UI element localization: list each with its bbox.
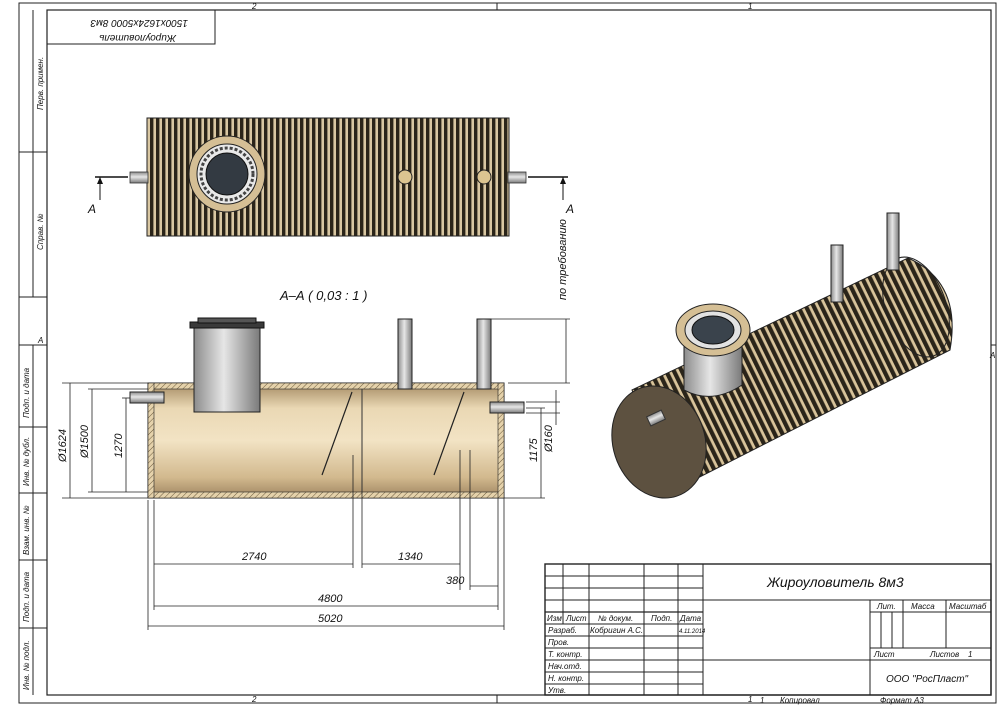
dim-d1500: Ø1500 xyxy=(79,424,91,459)
col-header-date: Дата xyxy=(679,614,702,623)
isometric-view xyxy=(611,212,953,499)
section-mark-left: А xyxy=(87,202,96,216)
dim-h1270: 1270 xyxy=(113,433,125,458)
dim-l4800: 4800 xyxy=(318,593,343,605)
dim-d160: Ø160 xyxy=(543,424,555,453)
strip-label-2: Справ. № xyxy=(36,213,45,250)
copied-label: Копировал xyxy=(780,696,820,705)
row-label-utv: Утв. xyxy=(547,686,566,695)
sheet-frame xyxy=(18,2,997,704)
title-block xyxy=(544,563,992,696)
corner-stamp-subtitle: 1500x1624x5000 8м3 xyxy=(90,17,188,28)
section-mark-right: А xyxy=(565,202,574,216)
mass-label: Масса xyxy=(911,602,935,611)
format-label: Формат А3 xyxy=(880,696,924,705)
strip-label-6: Подп. и дата xyxy=(22,571,31,622)
title-block-name: Жироуловитель 8м3 xyxy=(766,574,904,590)
row-label-nkontr: Н. контр. xyxy=(548,674,584,683)
col-header-izm: Изм xyxy=(547,614,562,623)
developer-name: Кобригин А.С. xyxy=(590,626,643,635)
zone-mark-left: A xyxy=(37,336,43,345)
zone-mark-top-left: 2 xyxy=(251,2,257,11)
dim-h1175: 1175 xyxy=(528,437,540,462)
row-label-razrab: Разраб. xyxy=(548,626,577,635)
strip-label-3: Подп. и дата xyxy=(22,367,31,418)
strip-label-5: Взам. инв. № xyxy=(22,505,31,555)
sheets-label: Листов xyxy=(929,650,959,659)
section-dimensions xyxy=(62,318,570,630)
scale-label: Масштаб xyxy=(949,602,987,611)
col-header-sign: Подп. xyxy=(651,614,672,623)
zone-mark-right: A xyxy=(989,351,995,360)
col-header-doc: № докум. xyxy=(598,614,633,623)
strip-label-4: Инв. № дубл. xyxy=(22,437,31,486)
row-label-tkontr: Т. контр. xyxy=(548,650,583,659)
top-view xyxy=(95,117,568,237)
strip-label-7: Инв. № подл. xyxy=(22,640,31,690)
on-demand-note: по требованию xyxy=(557,219,569,300)
corner-stamp: Жироуловитель 1500x1624x5000 8м3 xyxy=(46,9,216,45)
lit-label: Лит. xyxy=(876,602,896,611)
company-name: ООО "РосПласт" xyxy=(886,674,969,685)
dim-d1624: Ø1624 xyxy=(57,429,69,463)
zone-mark-top-right: 1 xyxy=(748,2,752,11)
zone-mark-bottom-right: 1 xyxy=(748,695,752,704)
zone-mark-bottom-left: 2 xyxy=(251,695,257,704)
strip-label-1: Перв. примен. xyxy=(36,57,45,110)
sheet-label: Лист xyxy=(873,650,895,659)
sheets-value: 1 xyxy=(968,650,972,659)
section-title: А–А ( 0,03 : 1 ) xyxy=(279,288,367,303)
dim-l5020: 5020 xyxy=(318,613,343,625)
bottom-sheet-number: 1 xyxy=(760,696,764,705)
developer-date: 4.11.2014 xyxy=(679,629,706,635)
dim-l2740: 2740 xyxy=(241,551,267,563)
row-label-nachotd: Нач.отд. xyxy=(548,662,582,671)
dim-l1340: 1340 xyxy=(398,551,423,563)
col-header-list: Лист xyxy=(565,614,587,623)
corner-stamp-title: Жироуловитель xyxy=(99,32,177,43)
row-label-prov: Пров. xyxy=(548,638,569,647)
dim-l380: 380 xyxy=(446,575,465,587)
section-view xyxy=(129,317,525,499)
